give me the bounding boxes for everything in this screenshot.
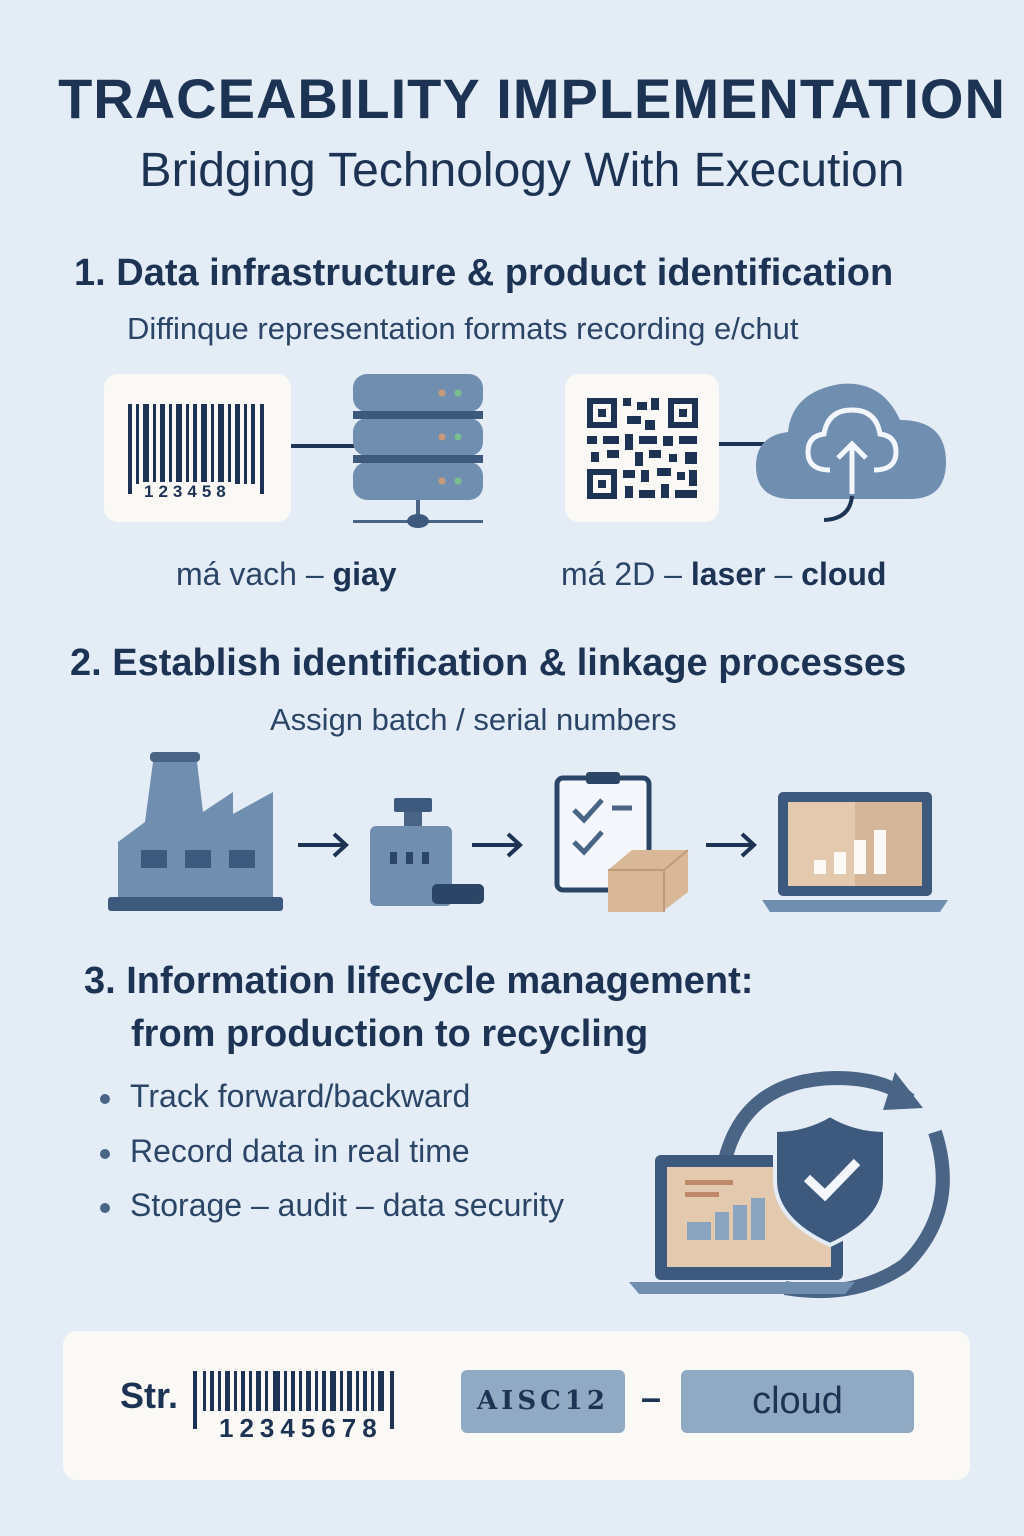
arrow-right-icon [298, 832, 349, 858]
footer-barcode-icon [193, 1371, 394, 1429]
footer-panel: Str. 12345678 AISC12 – cloud [63, 1331, 970, 1480]
qr-card [565, 374, 719, 522]
labeling-machine-icon [370, 798, 484, 906]
section2-heading: 2. Establish identification & linkage pr… [70, 642, 907, 684]
arrow-right-icon [472, 832, 523, 858]
connector-line [719, 442, 765, 446]
caption-bold: laser [690, 556, 766, 592]
factory-icon [108, 752, 283, 911]
barcode-icon [128, 404, 264, 494]
code-box: AISC12 [461, 1370, 625, 1433]
page-title: TRACEABILITY IMPLEMENTATION [58, 67, 1006, 130]
caption-2d: má 2D – laser – cloud [561, 556, 886, 593]
barcode-card: 123458 [104, 374, 291, 522]
cloud-upload-icon [756, 383, 946, 522]
caption-barcode: má vach – giay [176, 556, 397, 593]
section1-subheading: Diffinque representation formats recordi… [127, 311, 799, 346]
bullet-item: Storage – audit – data security [100, 1187, 564, 1224]
cloud-box: cloud [681, 1370, 914, 1433]
connector-line [291, 444, 355, 448]
footer-label: Str. [120, 1375, 179, 1416]
caption-bold: cloud [801, 556, 887, 592]
bullet-item: Track forward/backward [100, 1078, 470, 1115]
footer-barcode-digits: 12345678 [219, 1413, 383, 1443]
footer-dash: – [641, 1377, 662, 1418]
section2-subheading: Assign batch / serial numbers [270, 702, 677, 737]
section1-heading: 1. Data infrastructure & product identif… [74, 252, 894, 294]
section3-heading-line2: from production to recycling [131, 1013, 649, 1055]
bullet-item: Record data in real time [100, 1133, 470, 1170]
caption-bold: giay [332, 556, 397, 592]
laptop-chart-icon [762, 792, 948, 912]
caption-sep: – [765, 556, 802, 592]
barcode-digits: 123458 [142, 482, 233, 502]
section3-heading-line1: 3. Information lifecycle management: [84, 960, 754, 1002]
caption-text: má vach – [176, 556, 333, 592]
checklist-box-icon [554, 772, 689, 912]
qr-code-icon [587, 398, 698, 499]
page-subtitle: Bridging Technology With Execution [139, 144, 905, 197]
server-icon [353, 374, 483, 528]
lifecycle-security-icon [629, 1070, 950, 1299]
caption-text: má 2D – [561, 556, 691, 592]
arrow-right-icon [706, 832, 757, 858]
